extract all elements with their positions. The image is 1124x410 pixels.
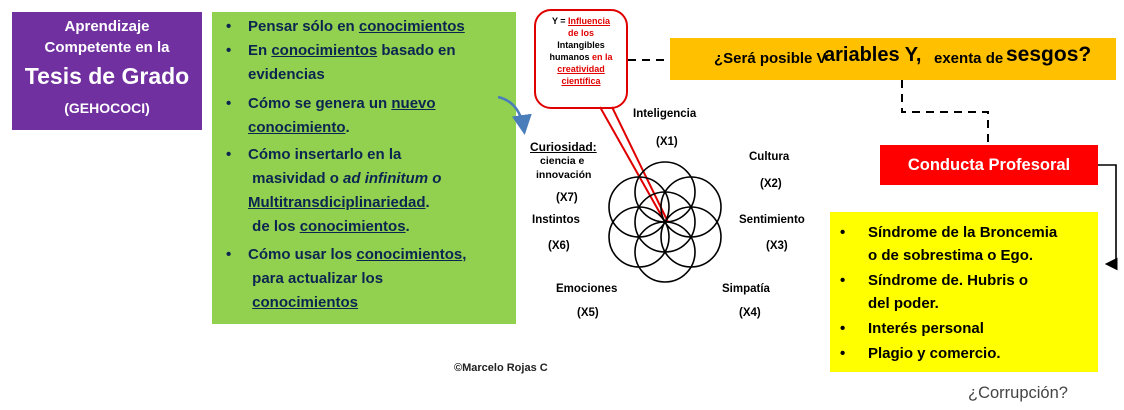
syndrome-bullet-4: • (840, 345, 846, 362)
syndrome-bullet-2: • (840, 272, 846, 289)
title-line-3: Tesis de Grado (24, 63, 190, 89)
label-x2-name: Cultura (749, 151, 790, 163)
bullet-4-cont-3: de los conocimientos. (252, 218, 410, 235)
dashed-connectors (628, 59, 989, 144)
syndrome-4: Plagio y comercio. (868, 345, 1001, 362)
label-x7-head: Curiosidad: (530, 140, 597, 154)
bullet-5: •Cómo usar los conocimientos, (226, 246, 467, 263)
label-x7-line3: innovación (536, 169, 592, 181)
title-box: Aprendizaje Competente en la Tesis de Gr… (12, 12, 202, 130)
label-x1-name: Inteligencia (633, 108, 697, 120)
label-x7-code: (X7) (556, 192, 578, 204)
question-part-4: sesgos? (1006, 43, 1092, 66)
flower-of-life (608, 161, 722, 283)
label-x1-code: (X1) (656, 136, 678, 148)
syndromes-box: • Síndrome de la Broncemia o de sobresti… (830, 212, 1098, 372)
question-part-1: ¿Será posible V (714, 50, 827, 67)
question-part-2: ariables Y, (824, 44, 922, 66)
title-line-1: Aprendizaje (64, 18, 150, 35)
corruption-question: ¿Corrupción? (968, 384, 1068, 402)
syndrome-1a: Síndrome de la Broncemia (868, 224, 1058, 241)
bullet-4: •Cómo insertarlo en la (226, 146, 402, 163)
bullet-5-cont-1: para actualizar los (252, 270, 384, 287)
knowledge-box: •Pensar sólo en conocimientos •En conoci… (212, 12, 516, 324)
label-x5-code: (X5) (577, 307, 599, 319)
syndrome-1b: o de sobrestima o Ego. (868, 247, 1034, 264)
question-box: ¿Será posible V ariables Y, exenta de se… (670, 38, 1116, 80)
label-x2-code: (X2) (760, 178, 782, 190)
syndrome-2a: Síndrome de. Hubris o (868, 272, 1029, 289)
label-x4-code: (X4) (739, 307, 761, 319)
syndrome-3: Interés personal (868, 320, 984, 337)
label-x6-name: Instintos (532, 214, 580, 226)
label-x4-name: Simpatía (722, 283, 770, 295)
title-line-4: (GEHOCOCI) (64, 100, 150, 116)
influence-text: Y = Influencia de los Intangibles humano… (549, 16, 613, 86)
label-x3-code: (X3) (766, 240, 788, 252)
question-part-3: exenta de (934, 50, 1004, 67)
bullet-4-cont-1: masividad o ad infinitum o (252, 170, 442, 187)
curved-arrow (497, 95, 532, 135)
bullet-1: •Pensar sólo en conocimientos (226, 18, 465, 35)
label-x5-name: Emociones (556, 283, 618, 295)
bullet-4-cont-2: Multitransdiciplinariedad. (248, 194, 430, 211)
syndrome-bullet-1: • (840, 224, 846, 241)
influence-bubble (534, 9, 628, 109)
bullet-5-cont-2: conocimientos (252, 294, 359, 311)
conduct-connector (1098, 164, 1118, 271)
bullet-2: •En conocimientos basado en (226, 42, 456, 59)
copyright: ©Marcelo Rojas C (454, 362, 548, 374)
conduct-box: Conducta Profesoral (880, 145, 1098, 185)
bullet-2-cont: evidencias (248, 66, 325, 83)
title-line-2: Competente en la (44, 39, 170, 56)
label-x7-line2: ciencia e (540, 155, 585, 167)
bullet-3: •Cómo se genera un nuevo (226, 95, 436, 112)
label-x6-code: (X6) (548, 240, 570, 252)
syndrome-2b: del poder. (868, 295, 939, 312)
label-x3-name: Sentimiento (739, 214, 805, 226)
bullet-3-cont: conocimiento. (248, 119, 350, 136)
syndrome-bullet-3: • (840, 320, 846, 337)
